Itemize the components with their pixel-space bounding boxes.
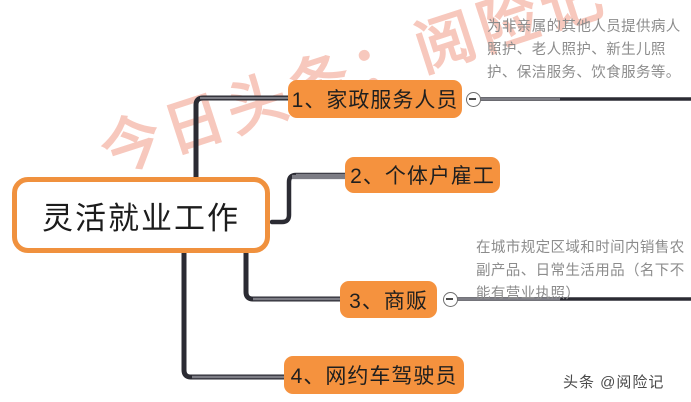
collapse-minus-icon-1[interactable]	[466, 92, 481, 107]
branch-node-4[interactable]: 4、网约车驾驶员	[284, 356, 464, 394]
root-node[interactable]: 灵活就业工作	[12, 177, 270, 253]
branch-node-1-label: 1、家政服务人员	[291, 89, 459, 112]
branch-node-2[interactable]: 2、个体户雇工	[345, 157, 500, 193]
branch-node-1[interactable]: 1、家政服务人员	[288, 80, 462, 118]
branch-node-3[interactable]: 3、商贩	[340, 281, 437, 318]
author-credit: 头条 @阅险记	[563, 374, 665, 391]
branch-node-3-label: 3、商贩	[349, 289, 428, 313]
branch-node-4-label: 4、网约车驾驶员	[290, 365, 458, 388]
collapse-minus-icon-3[interactable]	[443, 292, 458, 307]
branch-note-1: 为非亲属的其他人员提供病人照护、老人照护、新生儿照护、保洁服务、饮食服务等。	[487, 19, 681, 81]
branch-note-3: 在城市规定区域和时间内销售农副产品、日常生活用品（名下不能有营业执照）	[476, 240, 685, 302]
root-node-label: 灵活就业工作	[42, 200, 240, 236]
branch-node-2-label: 2、个体户雇工	[350, 165, 495, 188]
